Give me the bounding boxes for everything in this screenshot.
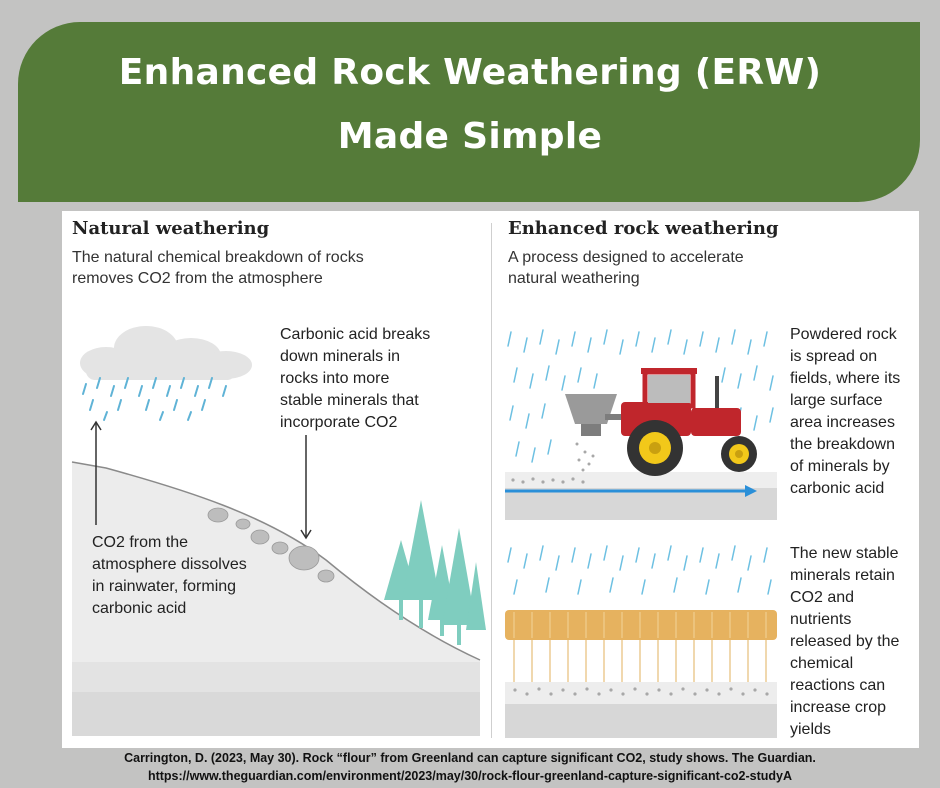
caption-line: area increases	[790, 414, 895, 431]
co2-dissolves-caption: CO2 from the atmosphere dissolves in rai…	[92, 532, 247, 620]
carbonic-acid-caption: Carbonic acid breaks down minerals in ro…	[280, 324, 430, 434]
caption-line: CO2 from the	[92, 534, 189, 551]
left-heading: Natural weathering	[72, 218, 270, 239]
rain-cloud-icon	[80, 326, 252, 380]
caption-line: The new stable	[790, 545, 899, 562]
spreader-hopper-icon	[565, 394, 625, 436]
title-banner	[18, 22, 920, 202]
citation-url: https://www.theguardian.com/environment/…	[147, 769, 793, 783]
carbonic-down-arrow-icon	[300, 435, 312, 540]
caption-line: released by the	[790, 633, 900, 650]
caption-line: Carbonic acid breaks	[280, 326, 431, 343]
caption-line: carbonic acid	[92, 600, 187, 617]
rain-drops	[82, 377, 227, 421]
wheat-crop-icon	[505, 610, 777, 682]
caption-line: yields	[790, 721, 831, 738]
direction-arrow-icon	[505, 485, 757, 497]
banner-title-line2: Made Simple	[337, 116, 603, 157]
panel-divider	[491, 223, 492, 738]
caption-line: CO2 and	[790, 589, 855, 606]
trees-icon	[384, 500, 486, 645]
co2-up-arrow-icon	[90, 420, 102, 525]
stable-minerals-caption: The new stable minerals retain CO2 and n…	[790, 543, 899, 741]
caption-line: is spread on	[790, 348, 878, 365]
rocks-icon	[207, 507, 335, 583]
caption-line: of minerals by	[790, 458, 890, 475]
caption-line: chemical	[790, 655, 854, 672]
caption-line: reactions can	[790, 677, 886, 694]
right-subtitle: A process designed to accelerate natural…	[508, 247, 744, 289]
caption-line: Powdered rock	[790, 326, 897, 343]
caption-line: the breakdown	[790, 436, 895, 453]
caption-line: carbonic acid	[790, 480, 885, 497]
left-subtitle-line: The natural chemical breakdown of rocks	[72, 249, 364, 266]
natural-weathering-illustration	[71, 326, 486, 736]
left-subtitle: The natural chemical breakdown of rocks …	[72, 247, 364, 289]
caption-line: down minerals in	[280, 348, 401, 365]
powder-dots	[511, 442, 595, 484]
caption-line: stable minerals that	[280, 392, 419, 409]
caption-line: rocks into more	[280, 370, 390, 387]
citation-line1: Carrington, D. (2023, May 30). Rock “flo…	[124, 751, 816, 765]
tractor-scene-illustration	[505, 329, 777, 520]
caption-line: fields, where its	[790, 370, 901, 387]
left-subtitle-line: removes CO2 from the atmosphere	[72, 270, 323, 287]
caption-line: nutrients	[790, 611, 852, 628]
right-heading: Enhanced rock weathering	[508, 218, 779, 239]
tractor-icon	[621, 368, 757, 476]
right-subtitle-line: natural weathering	[508, 270, 640, 287]
crops-scene-illustration	[505, 545, 777, 738]
caption-line: in rainwater, forming	[92, 578, 237, 595]
banner-title-line1: Enhanced Rock Weathering (ERW)	[118, 52, 822, 93]
caption-line: incorporate CO2	[280, 414, 398, 431]
right-subtitle-line: A process designed to accelerate	[508, 249, 744, 266]
caption-line: large surface	[790, 392, 883, 409]
powdered-rock-caption: Powdered rock is spread on fields, where…	[790, 324, 900, 500]
caption-line: atmosphere dissolves	[92, 556, 247, 573]
caption-line: minerals retain	[790, 567, 895, 584]
caption-line: increase crop	[790, 699, 887, 716]
